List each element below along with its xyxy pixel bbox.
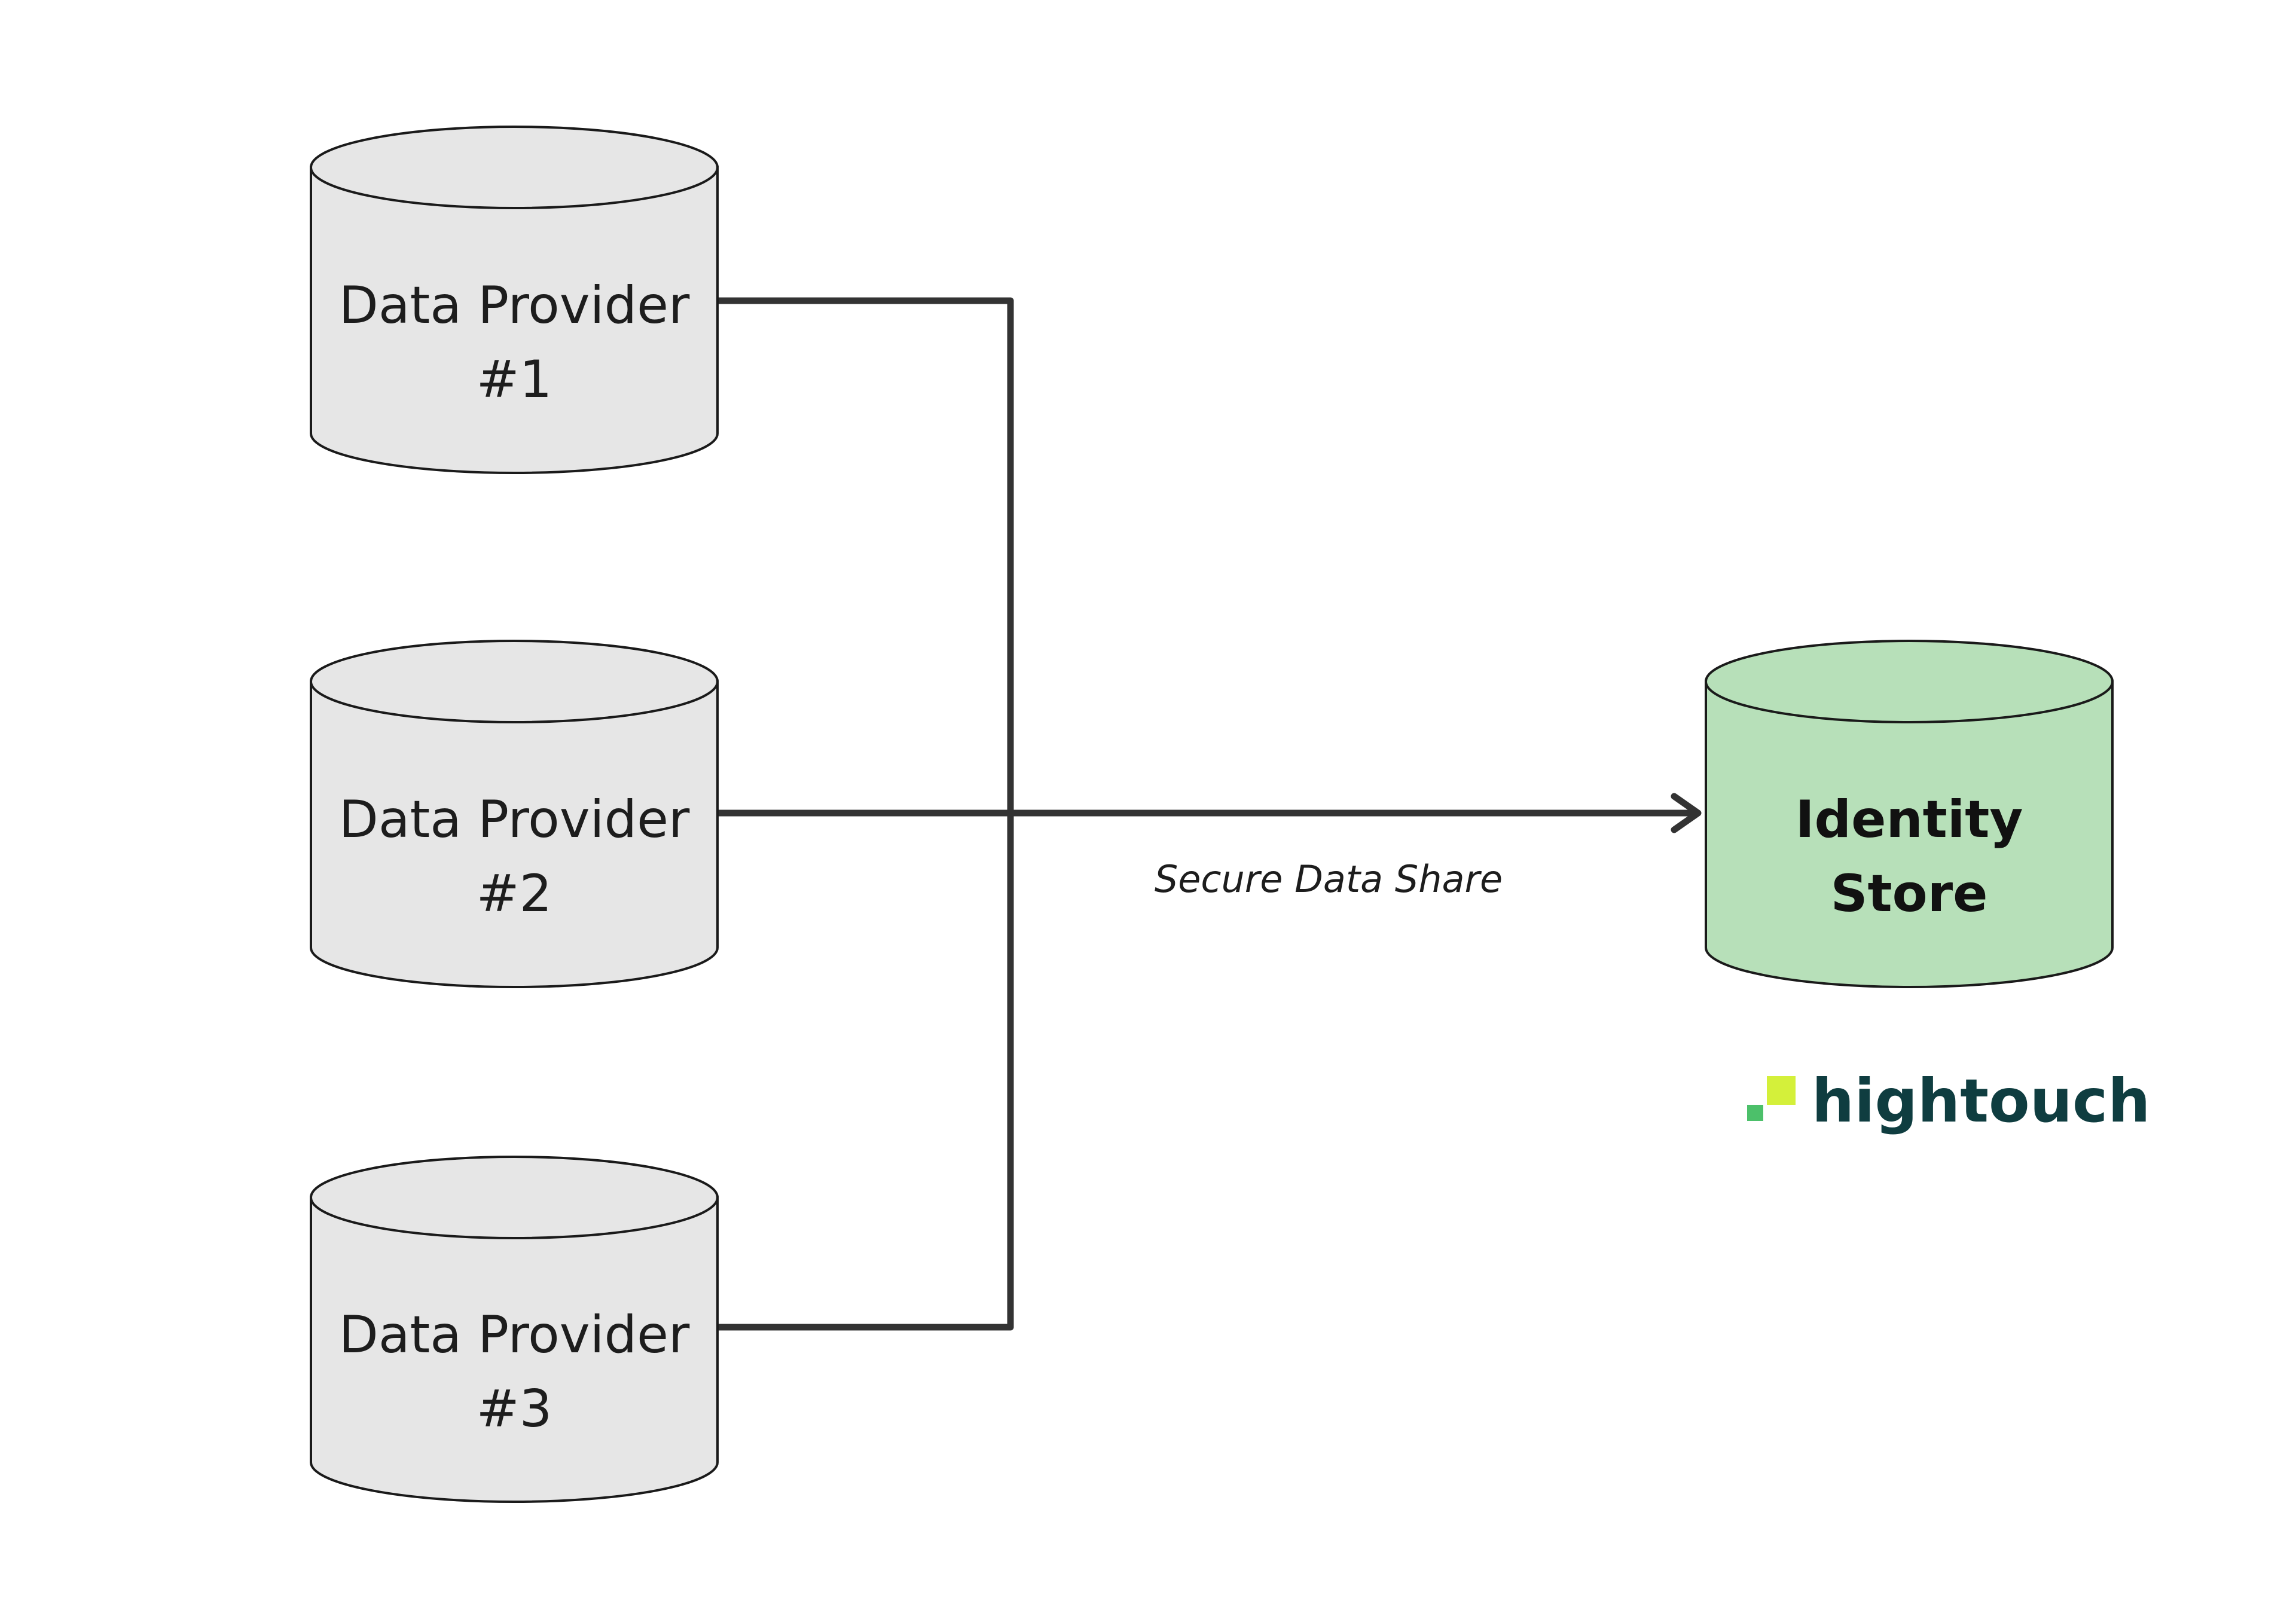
provider-1-label-line-1: Data Provider [339,276,690,335]
provider-2-label-line-1: Data Provider [339,790,690,850]
logo-mark-square-dark [1747,1105,1763,1121]
cylinder-body [1705,680,2114,988]
cylinder-body [310,1196,719,1503]
secure-data-share-label: Secure Data Share [1155,857,1503,901]
arrowhead [1671,793,1702,833]
identity-store-label-line-1: Identity [1796,790,2023,850]
identity-store-label-line-2: Store [1831,864,1988,924]
cylinder-body [310,166,719,474]
connectors [714,297,1702,1331]
provider-3-label-line-1: Data Provider [339,1305,690,1365]
cylinder-data-provider-2: Data Provider #2 [310,640,719,988]
logo-mark-square-light [1767,1076,1796,1105]
connector-provider-3 [714,809,1014,1331]
cylinder-top [310,126,719,209]
connector-provider-1 [714,297,1014,817]
cylinder-top [1705,640,2114,723]
cylinder-data-provider-1: Data Provider #1 [310,126,719,474]
cylinder-data-provider-3: Data Provider #3 [310,1156,719,1503]
provider-3-label-line-2: #3 [477,1379,552,1439]
cylinder-identity-store: Identity Store [1705,640,2114,988]
provider-2-label-line-2: #2 [477,864,552,924]
hightouch-logo: hightouch [1747,1066,2150,1136]
cylinder-body [310,680,719,988]
cylinder-top [310,1156,719,1239]
cylinder-top [310,640,719,723]
logo-wordmark: hightouch [1812,1066,2150,1136]
provider-1-label-line-2: #1 [477,350,552,410]
